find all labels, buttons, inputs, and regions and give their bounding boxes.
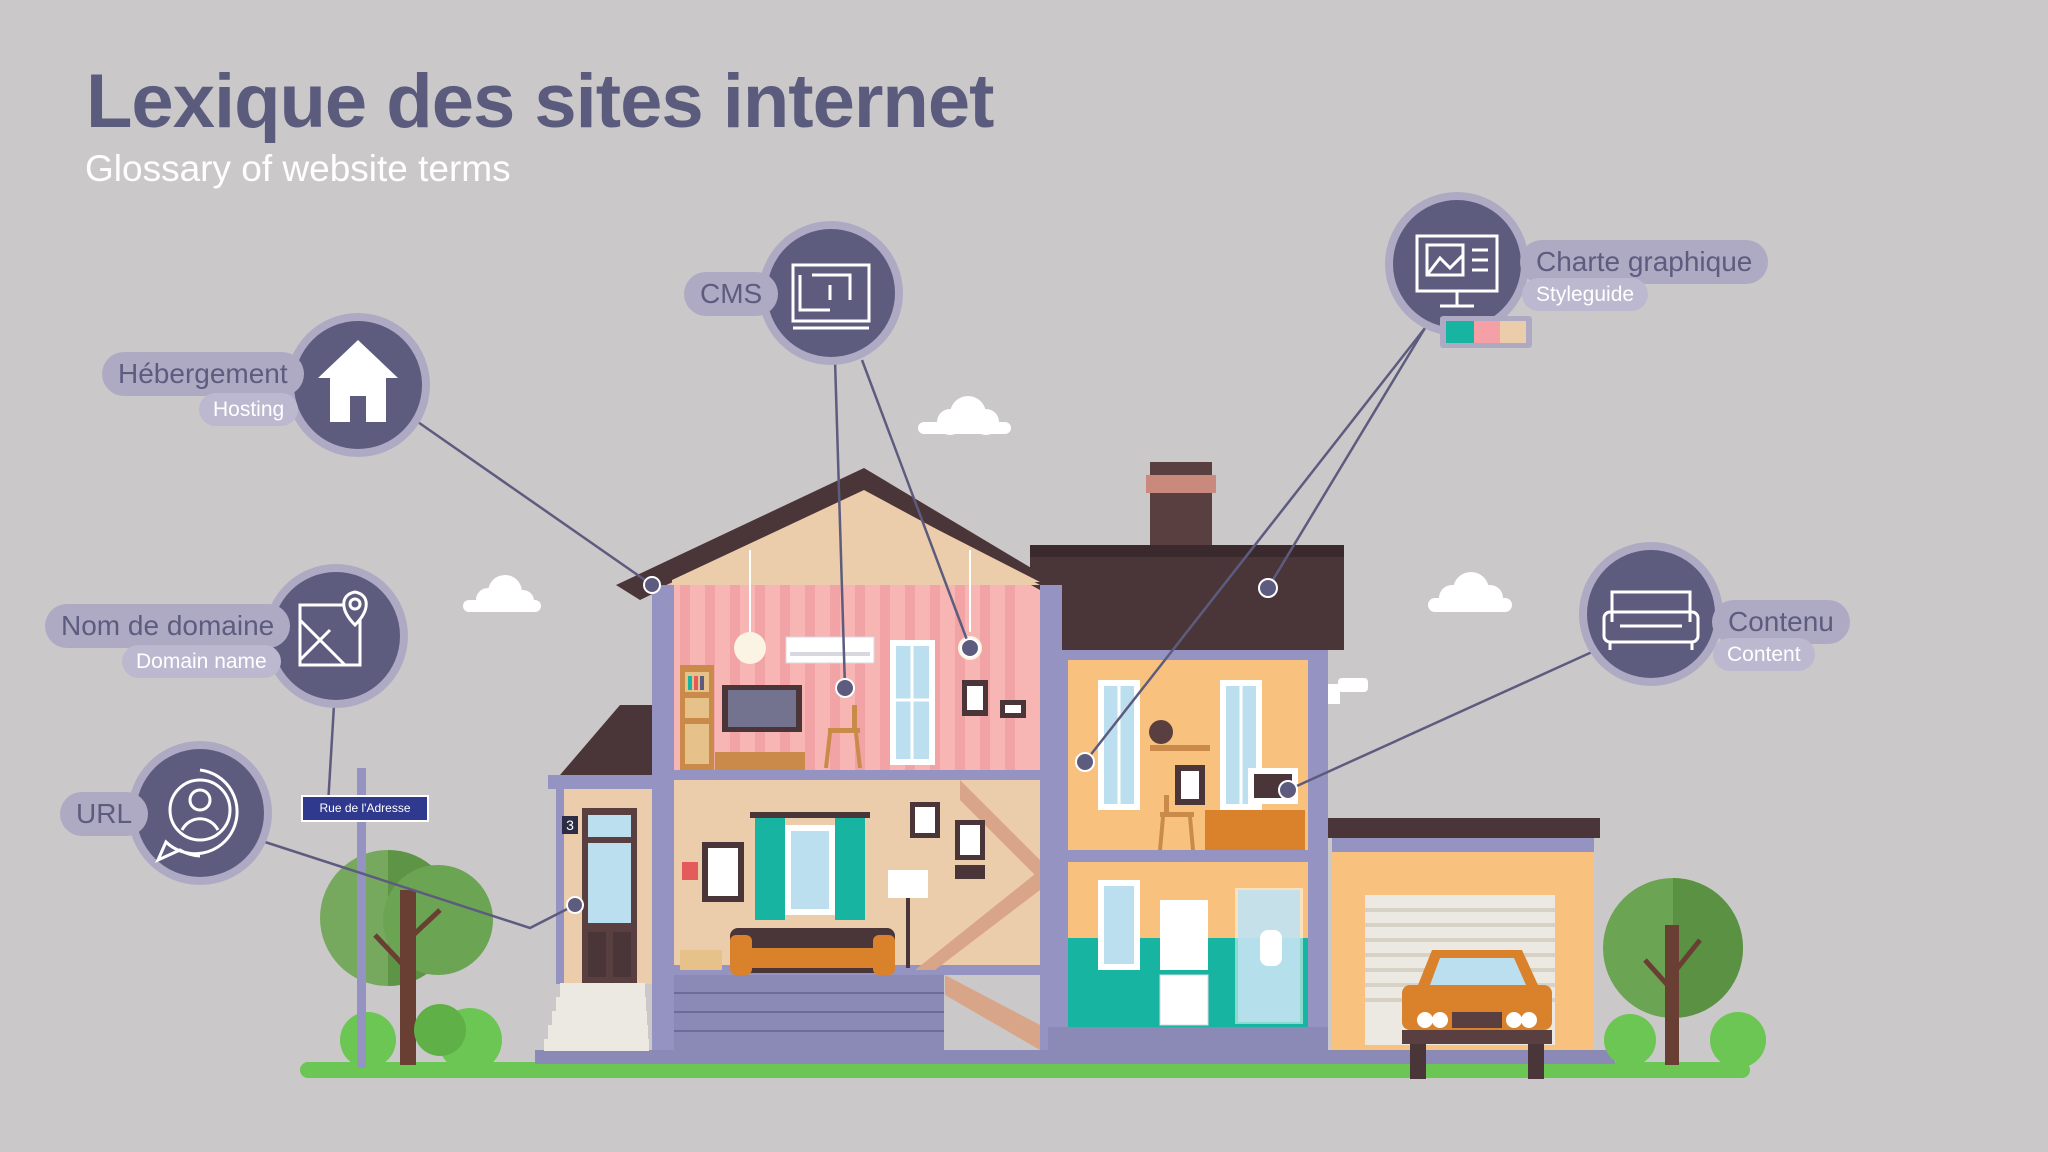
content-badge [1579, 542, 1723, 686]
floor-lamp [888, 870, 928, 898]
style-badge [1385, 192, 1532, 348]
domain-sublabel: Domain name [122, 645, 281, 678]
page-subtitle: Glossary of website terms [85, 148, 511, 189]
front-steps [544, 983, 649, 1051]
sofa-icon [1602, 590, 1700, 650]
hosting-label: Hébergement [102, 352, 304, 396]
curtain-right [835, 815, 865, 920]
window-attic [890, 640, 935, 765]
lamp [734, 632, 766, 664]
cloud [463, 575, 541, 612]
window-bath [1098, 880, 1140, 970]
bookshelf [680, 665, 714, 770]
tv-stand [715, 752, 805, 770]
street-sign: Rue de l'Adresse [301, 795, 429, 822]
car [1402, 950, 1552, 1079]
tree-left [320, 850, 502, 1072]
cloud [918, 396, 1011, 435]
style-label: Charte graphique [1520, 240, 1769, 284]
map-pin-icon [298, 590, 368, 667]
cms-badge [759, 221, 903, 365]
monitor-icon [1415, 234, 1499, 308]
style-sublabel: Styleguide [1522, 278, 1649, 311]
blueprint-icon [791, 263, 871, 330]
house-frame [652, 585, 674, 1050]
url-label: URL [60, 792, 149, 836]
hosting-sublabel: Hosting [199, 393, 299, 426]
chimney [1150, 462, 1212, 547]
air-conditioner [785, 636, 875, 664]
sign-post [357, 768, 366, 1068]
hosting-badge [286, 313, 430, 457]
home-icon [318, 340, 398, 422]
tree-right [1603, 878, 1766, 1068]
domain-badge [264, 564, 408, 708]
domain-label: Nom de domaine [45, 604, 291, 648]
window-office-2 [1220, 680, 1262, 810]
cms-label: CMS [684, 272, 779, 316]
content-label: Contenu [1712, 600, 1850, 644]
user-chat-icon [155, 768, 239, 863]
desk [1205, 810, 1305, 850]
chair-attic [824, 705, 862, 769]
content-sublabel: Content [1713, 638, 1815, 671]
garage-roof [1328, 818, 1600, 838]
ground [300, 1062, 1750, 1078]
url-badge [128, 741, 272, 885]
porch-roof [560, 705, 652, 775]
roof-right [1030, 545, 1344, 650]
pavement [535, 1050, 1615, 1064]
chair-office [1158, 795, 1195, 851]
sink [1160, 900, 1208, 970]
connector-lines [264, 327, 1593, 930]
house-number: 3 [562, 816, 578, 834]
staircase [960, 780, 1040, 880]
cloud [1428, 572, 1512, 612]
security-camera [1328, 678, 1368, 704]
curtain-left [755, 815, 785, 920]
page-title: Lexique des sites internet [86, 59, 994, 144]
